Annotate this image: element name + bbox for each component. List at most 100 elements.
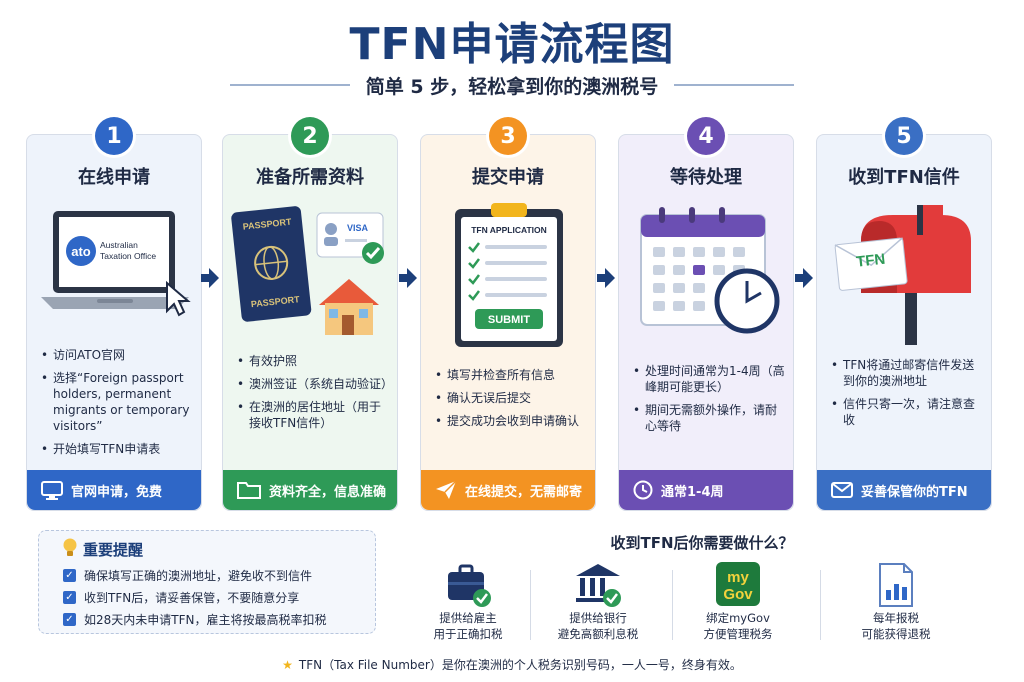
paper-plane-icon xyxy=(436,480,457,499)
ato-logo-mark: ato xyxy=(71,244,91,259)
after-item-bank: 提供给银行 避免高额利息税 xyxy=(538,562,658,646)
monitor-icon xyxy=(41,481,63,500)
arrow-right-icon xyxy=(201,268,219,288)
step-card-2: 2 准备所需资料 PASSPORT PASSPORT VISA xyxy=(222,117,398,511)
step-item: 有效护照 xyxy=(237,353,389,369)
after-item-employer: 提供给雇主 用于正确扣税 xyxy=(408,562,528,646)
step-items: 有效护照 澳洲签证（系统自动验证） 在澳洲的居住地址（用于接收TFN信件） xyxy=(237,353,393,438)
step-footer-label: 通常1-4周 xyxy=(661,484,724,500)
step-item: 信件只寄一次，请注意查收 xyxy=(831,396,983,428)
after-item-line1: 每年报税 xyxy=(873,611,919,625)
mygov-logo-bottom: Gov xyxy=(723,586,753,603)
step-number-badge: 3 xyxy=(489,117,527,155)
bank-icon xyxy=(576,564,621,607)
tip-item-text: 如28天内未申请TFN，雇主将按最高税率扣税 xyxy=(84,613,327,627)
step-item: 提交成功会收到申请确认 xyxy=(435,413,587,429)
checkbox-checked-icon: ✓ xyxy=(63,591,76,604)
mygov-icon: my Gov xyxy=(716,562,760,606)
important-tips-box: 重要提醒 ✓ 确保填写正确的澳洲地址，避免收不到信件 ✓ 收到TFN后，请妥善保… xyxy=(38,530,376,634)
divider xyxy=(672,570,673,640)
briefcase-icon xyxy=(448,564,491,607)
after-item-line2: 用于正确扣税 xyxy=(433,627,503,641)
step-footer-label: 妥善保管你的TFN xyxy=(861,484,968,500)
step-item: 开始填写TFN申请表 xyxy=(41,441,193,457)
clipboard-illustration: TFN APPLICATION SUBMIT xyxy=(421,201,595,349)
step-item: 确认无误后提交 xyxy=(435,390,587,406)
step-title: 收到TFN信件 xyxy=(848,167,960,188)
step-title: 准备所需资料 xyxy=(256,167,364,188)
step-title: 在线申请 xyxy=(78,167,150,188)
step-card-5: 5 收到TFN信件 TFN TFN将通过邮寄信件发送到你的澳洲地址 信件只寄一次… xyxy=(816,117,992,511)
step-item: 澳洲签证（系统自动验证） xyxy=(237,376,393,392)
mygov-logo-top: my xyxy=(727,569,749,586)
lightbulb-icon xyxy=(63,538,77,556)
step-item: 选择“Foreign passport holders, permanent m… xyxy=(41,370,193,434)
step-footer: 通常1-4周 xyxy=(619,470,793,510)
tax-report-icon xyxy=(879,563,913,607)
step-footer-label: 官网申请，免费 xyxy=(71,484,163,500)
divider xyxy=(530,570,531,640)
step-card-4: 4 等待处理 处理时间通常为1-4周（高峰期可能更长） 期间无需额外操作，请耐心… xyxy=(618,117,794,511)
ato-logo-line2: Taxation Office xyxy=(100,251,156,261)
step-items: 处理时间通常为1-4周（高峰期可能更长） 期间无需额外操作，请耐心等待 xyxy=(633,363,785,441)
arrow-right-icon xyxy=(597,268,615,288)
footnote-text: TFN（Tax File Number）是你在澳洲的个人税务识别号码，一人一号，… xyxy=(298,658,742,672)
step-title: 提交申请 xyxy=(472,167,544,188)
step-footer: 资料齐全，信息准确 xyxy=(223,470,397,510)
step-footer-label: 资料齐全，信息准确 xyxy=(269,484,387,500)
documents-illustration: PASSPORT PASSPORT VISA xyxy=(223,201,397,349)
step-item: 访问ATO官网 xyxy=(41,347,193,363)
tip-item-text: 确保填写正确的澳洲地址，避免收不到信件 xyxy=(84,569,313,583)
after-item-line2: 可能获得退税 xyxy=(861,627,931,641)
tip-item: ✓ 确保填写正确的澳洲地址，避免收不到信件 xyxy=(63,567,312,584)
step-item: TFN将通过邮寄信件发送到你的澳洲地址 xyxy=(831,357,983,389)
step-footer-label: 在线提交，无需邮寄 xyxy=(465,484,583,500)
step-item: 填写并检查所有信息 xyxy=(435,367,587,383)
step-number-badge: 2 xyxy=(291,117,329,155)
page-title: TFN申请流程图 xyxy=(349,19,675,70)
step-title: 等待处理 xyxy=(670,167,742,188)
step-item: 期间无需额外操作，请耐心等待 xyxy=(633,402,785,434)
subtitle-row: 简单 5 步，轻松拿到你的澳洲税号 xyxy=(0,72,1024,98)
step-number-badge: 1 xyxy=(95,117,133,155)
subtitle-divider-right xyxy=(674,84,795,86)
laptop-illustration: ato Australian Taxation Office xyxy=(27,201,201,349)
after-section-title: 收到TFN后你需要做什么？ xyxy=(610,534,794,552)
after-item-line1: 提供给雇主 xyxy=(439,611,497,625)
step-footer: 在线提交，无需邮寄 xyxy=(421,470,595,510)
checkbox-checked-icon: ✓ xyxy=(63,613,76,626)
star-icon: ★ xyxy=(282,658,293,672)
mailbox-illustration: TFN xyxy=(817,201,991,349)
after-item-line2: 方便管理税务 xyxy=(703,627,773,641)
step-items: 填写并检查所有信息 确认无误后提交 提交成功会收到申请确认 xyxy=(435,367,587,436)
arrow-right-icon xyxy=(795,268,813,288)
step-number-badge: 4 xyxy=(687,117,725,155)
page-subtitle: 简单 5 步，轻松拿到你的澳洲税号 xyxy=(365,75,659,98)
clock-icon xyxy=(633,480,653,500)
envelope-tfn-text: TFN xyxy=(855,251,886,271)
arrow-right-icon xyxy=(399,268,417,288)
step-items: TFN将通过邮寄信件发送到你的澳洲地址 信件只寄一次，请注意查收 xyxy=(831,357,983,435)
tip-item: ✓ 如28天内未申请TFN，雇主将按最高税率扣税 xyxy=(63,611,326,628)
step-card-3: 3 提交申请 TFN APPLICATION SUBMIT 填写并检查所有信息 … xyxy=(420,117,596,511)
after-item-mygov: my Gov 绑定myGov 方便管理税务 xyxy=(678,562,798,646)
after-item-line1: 绑定myGov xyxy=(706,611,770,625)
footnote: ★ TFN（Tax File Number）是你在澳洲的个人税务识别号码，一人一号… xyxy=(0,656,1024,673)
step-items: 访问ATO官网 选择“Foreign passport holders, per… xyxy=(41,347,193,464)
divider xyxy=(820,570,821,640)
submit-text: SUBMIT xyxy=(488,314,530,326)
tip-item: ✓ 收到TFN后，请妥善保管，不要随意分享 xyxy=(63,589,299,606)
checkbox-checked-icon: ✓ xyxy=(63,569,76,582)
after-item-line1: 提供给银行 xyxy=(569,611,627,625)
envelope-icon xyxy=(831,482,853,498)
after-item-line2: 避免高额利息税 xyxy=(557,627,639,641)
after-item-tax-return: 每年报税 可能获得退税 xyxy=(836,562,956,646)
tip-item-text: 收到TFN后，请妥善保管，不要随意分享 xyxy=(84,591,300,605)
step-item: 处理时间通常为1-4周（高峰期可能更长） xyxy=(633,363,785,395)
tips-title: 重要提醒 xyxy=(83,541,144,559)
step-footer: 妥善保管你的TFN xyxy=(817,470,991,510)
form-title-text: TFN APPLICATION xyxy=(471,225,547,235)
visa-text: VISA xyxy=(347,223,369,233)
subtitle-divider-left xyxy=(229,84,350,86)
step-number-badge: 5 xyxy=(885,117,923,155)
